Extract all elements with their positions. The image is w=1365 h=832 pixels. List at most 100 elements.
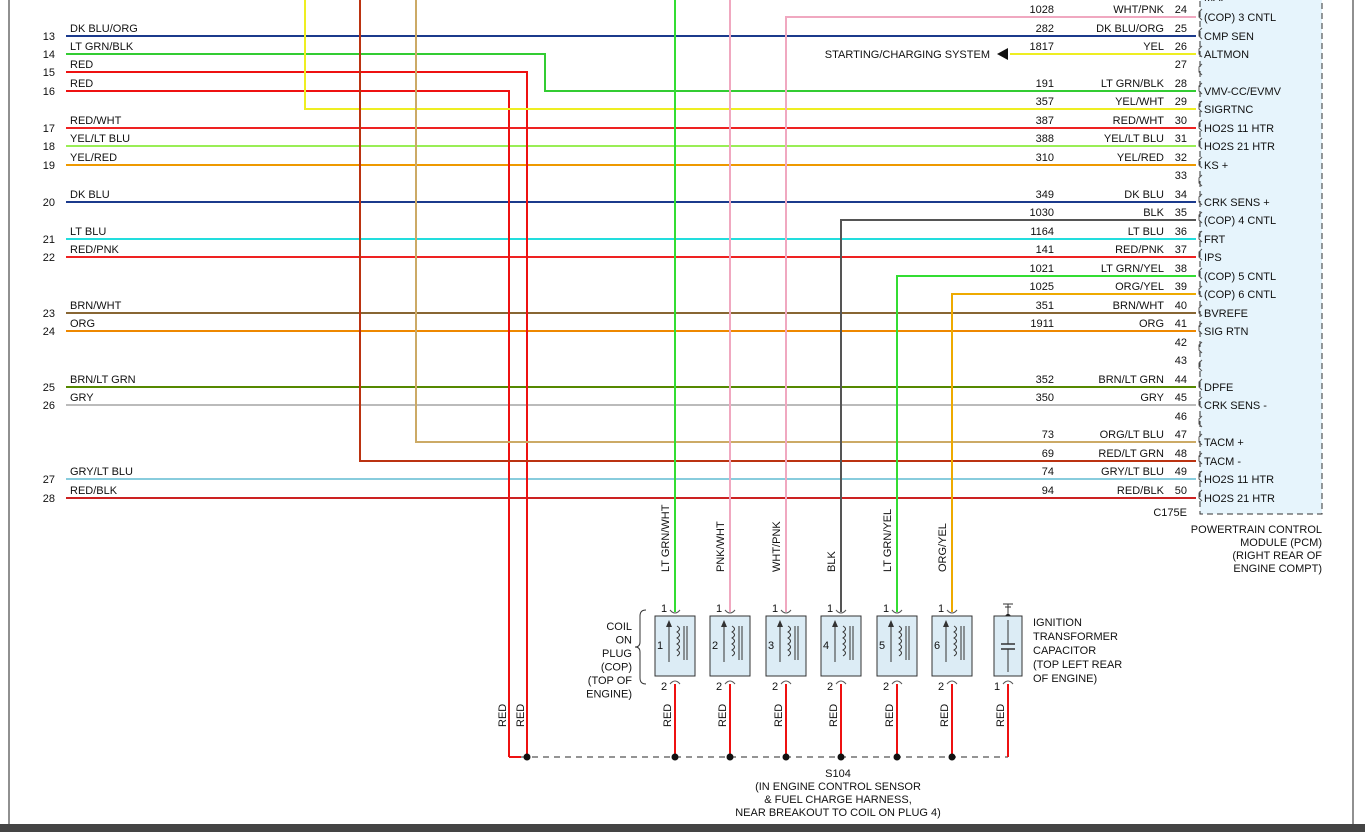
pin-number-41: 41	[1175, 318, 1187, 330]
pin-function-26: ALTMON	[1204, 49, 1249, 61]
coil-4-bottom-bracket	[835, 680, 847, 685]
coil-4-red-label: RED	[828, 704, 840, 727]
coil-2-number: 2	[712, 640, 718, 652]
pin-number-39: 39	[1175, 281, 1187, 293]
wire-number-20: 20	[43, 197, 55, 209]
wire-org-ltblu-pin47	[415, 0, 1196, 443]
pin-bracket-38	[1198, 267, 1203, 280]
pin-function-25: CMP SEN	[1204, 31, 1254, 43]
coil-2-body	[709, 615, 751, 677]
circuit-24: 1028	[1030, 4, 1054, 16]
wire-label-27: GRY/LT BLU	[70, 466, 133, 478]
coil-3-arrowhead	[777, 620, 783, 627]
color-code-34: DK BLU	[1124, 189, 1164, 201]
coil-1-top-bracket	[669, 609, 681, 614]
pin-number-42: 42	[1175, 337, 1187, 349]
pin-bracket-41	[1198, 322, 1203, 335]
capacitor-label-line-4: OF ENGINE)	[1033, 673, 1097, 685]
color-code-37: RED/PNK	[1115, 244, 1165, 256]
circuit-26: 1817	[1030, 41, 1054, 53]
wire-number-26: 26	[43, 400, 55, 412]
coil-3-winding	[787, 625, 791, 657]
pin-bracket-32	[1198, 156, 1203, 169]
wire-number-14: 14	[43, 49, 55, 61]
pin-bracket-34	[1198, 193, 1203, 206]
pin-function-31: HO2S 21 HTR	[1204, 141, 1275, 153]
coil-5-winding	[898, 625, 902, 657]
wire-15-red-vertical-label: RED	[515, 704, 527, 727]
wire-number-15: 15	[43, 67, 55, 79]
pin-number-36: 36	[1175, 226, 1187, 238]
wire-yel-wht-pin29	[304, 0, 1196, 110]
color-code-45: GRY	[1140, 392, 1164, 404]
wire-label-28: RED/BLK	[70, 485, 118, 497]
pcm-module	[1199, 0, 1323, 515]
splice-dot-wire15	[523, 753, 531, 761]
wire-org-yel-coil6	[951, 293, 1196, 612]
pin-bracket-39	[1198, 285, 1203, 298]
circuit-48: 69	[1042, 448, 1054, 460]
coil-5-pin1: 1	[883, 603, 889, 615]
wire-label-14: LT GRN/BLK	[70, 41, 134, 53]
coil-6-bottom-bracket	[946, 680, 958, 685]
wire-label-26: GRY	[70, 392, 94, 404]
color-code-39: ORG/YEL	[1115, 281, 1164, 293]
pcm-name-line-2: (RIGHT REAR OF	[1232, 550, 1322, 562]
circuit-35: 1030	[1030, 207, 1054, 219]
coil-5-top-bracket	[891, 609, 903, 614]
pin-number-48: 48	[1175, 448, 1187, 460]
coil-6-arrowhead	[943, 620, 949, 627]
coil-4-number: 4	[823, 640, 829, 652]
wire-label-23: BRN/WHT	[70, 300, 122, 312]
wire-label-13: DK BLU/ORG	[70, 23, 138, 35]
capacitor-red-label: RED	[995, 704, 1007, 727]
pin-bracket-30	[1198, 119, 1203, 132]
coil-3-top-bracket	[780, 609, 792, 614]
pin-bracket-40	[1198, 304, 1203, 317]
color-code-26: YEL	[1143, 41, 1164, 53]
coil-6-winding	[953, 625, 957, 657]
pin-number-47: 47	[1175, 429, 1187, 441]
capacitor-bottom-bracket	[1002, 680, 1014, 685]
pin-bracket-42	[1198, 341, 1203, 354]
coil-1-red-label: RED	[662, 704, 674, 727]
coil-2-pin2: 2	[716, 681, 722, 693]
capacitor-label-line-0: IGNITION	[1033, 617, 1082, 629]
bottom-scrollbar[interactable]	[0, 824, 1365, 832]
wire-label-19: YEL/RED	[70, 152, 117, 164]
splice-desc-line-1: & FUEL CHARGE HARNESS,	[764, 794, 912, 806]
pin-number-46: 46	[1175, 411, 1187, 423]
pin-function-30: HO2S 11 HTR	[1204, 123, 1274, 135]
color-code-29: YEL/WHT	[1115, 96, 1164, 108]
pin-number-37: 37	[1175, 244, 1187, 256]
coil-6-red-label: RED	[939, 704, 951, 727]
circuit-50: 94	[1042, 485, 1054, 497]
pin-bracket-46	[1198, 415, 1203, 428]
wire-ltgrn-yel-coil5	[896, 275, 1196, 612]
coil-3-bottom-bracket	[780, 680, 792, 685]
pin-bracket-24	[1198, 8, 1203, 21]
color-code-25: DK BLU/ORG	[1096, 23, 1164, 35]
starting-charging-label: STARTING/CHARGING SYSTEM	[825, 49, 990, 61]
coil-2-winding	[731, 625, 735, 657]
pcm-name-line-0: POWERTRAIN CONTROL	[1191, 524, 1322, 536]
coil-1-winding	[676, 625, 680, 657]
pin-function-41: SIG RTN	[1204, 326, 1248, 338]
wire-number-25: 25	[43, 382, 55, 394]
coil-wire-label-4: BLK	[826, 551, 838, 572]
pin-function-40: BVREFE	[1204, 308, 1248, 320]
pin-function-maf: MAF	[1204, 0, 1228, 4]
color-code-31: YEL/LT BLU	[1104, 133, 1164, 145]
pin-bracket-44	[1198, 378, 1203, 391]
pin-bracket-50	[1198, 489, 1203, 502]
pin-bracket-48	[1198, 452, 1203, 465]
wire-number-12: 12	[40, 0, 52, 3]
pin-number-29: 29	[1175, 96, 1187, 108]
coil-label-line-5: ENGINE)	[586, 689, 632, 701]
wire-16-red-vertical-label: RED	[497, 704, 509, 727]
coil-3-number: 3	[768, 640, 774, 652]
wire-red-ltgrn-pin48	[359, 0, 1196, 462]
